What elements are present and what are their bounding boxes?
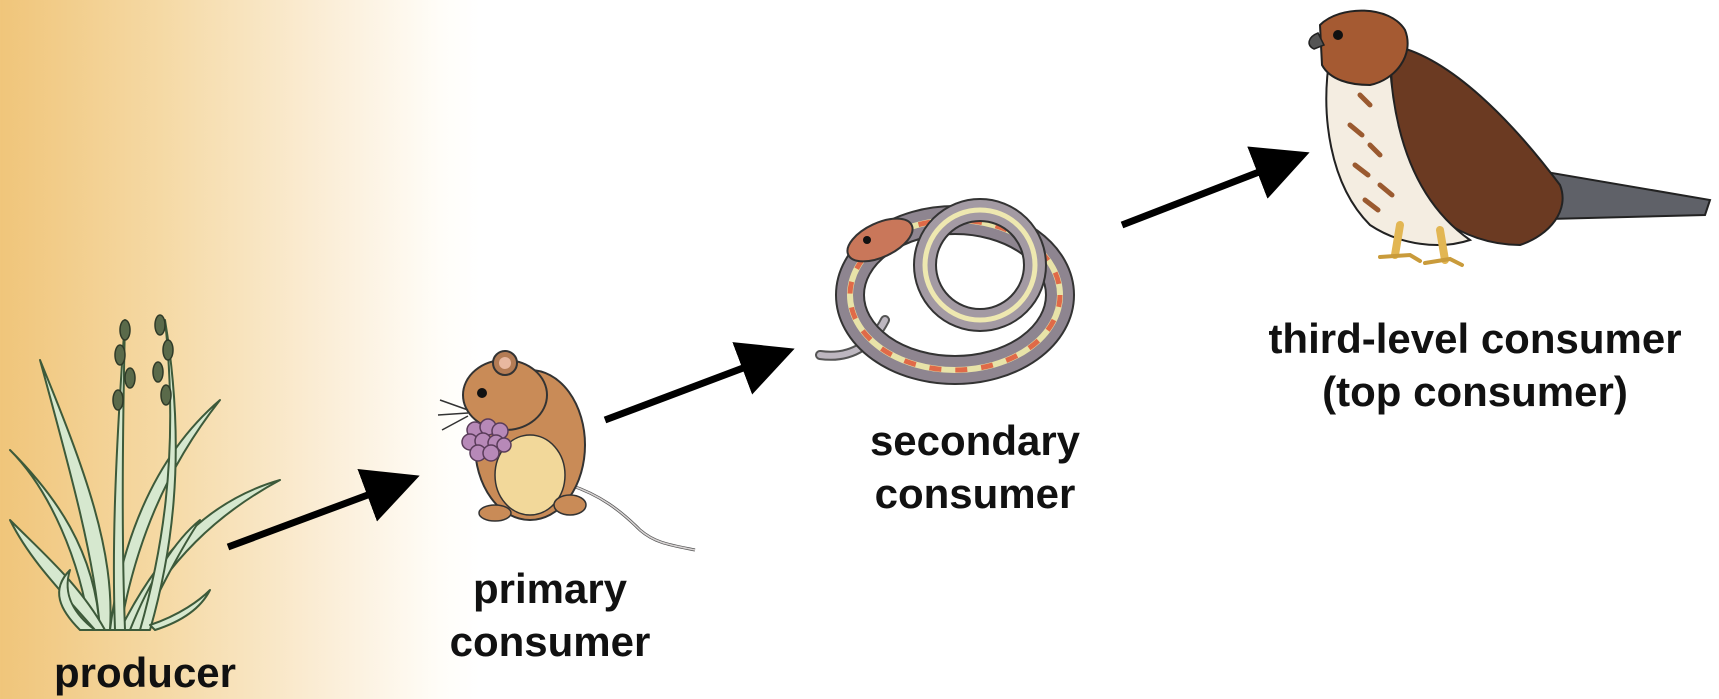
- third-level-consumer-label: third-level consumer (top consumer): [1245, 312, 1705, 418]
- producer-label-line-1: producer: [20, 646, 270, 699]
- arrow-line-3: [1122, 160, 1290, 225]
- secondary-consumer-label-line-1: secondary: [850, 414, 1100, 467]
- secondary-consumer-label: secondary consumer: [850, 414, 1100, 520]
- primary-consumer-label: primary consumer: [420, 562, 680, 668]
- arrow-line-2: [605, 356, 775, 420]
- producer-label: producer: [20, 646, 270, 699]
- secondary-consumer-label-line-2: consumer: [850, 467, 1100, 520]
- primary-consumer-label-line-1: primary: [420, 562, 680, 615]
- third-level-consumer-label-line-2: (top consumer): [1245, 365, 1705, 418]
- arrow-line-1: [228, 483, 400, 547]
- primary-consumer-label-line-2: consumer: [420, 615, 680, 668]
- third-level-consumer-label-line-1: third-level consumer: [1245, 312, 1705, 365]
